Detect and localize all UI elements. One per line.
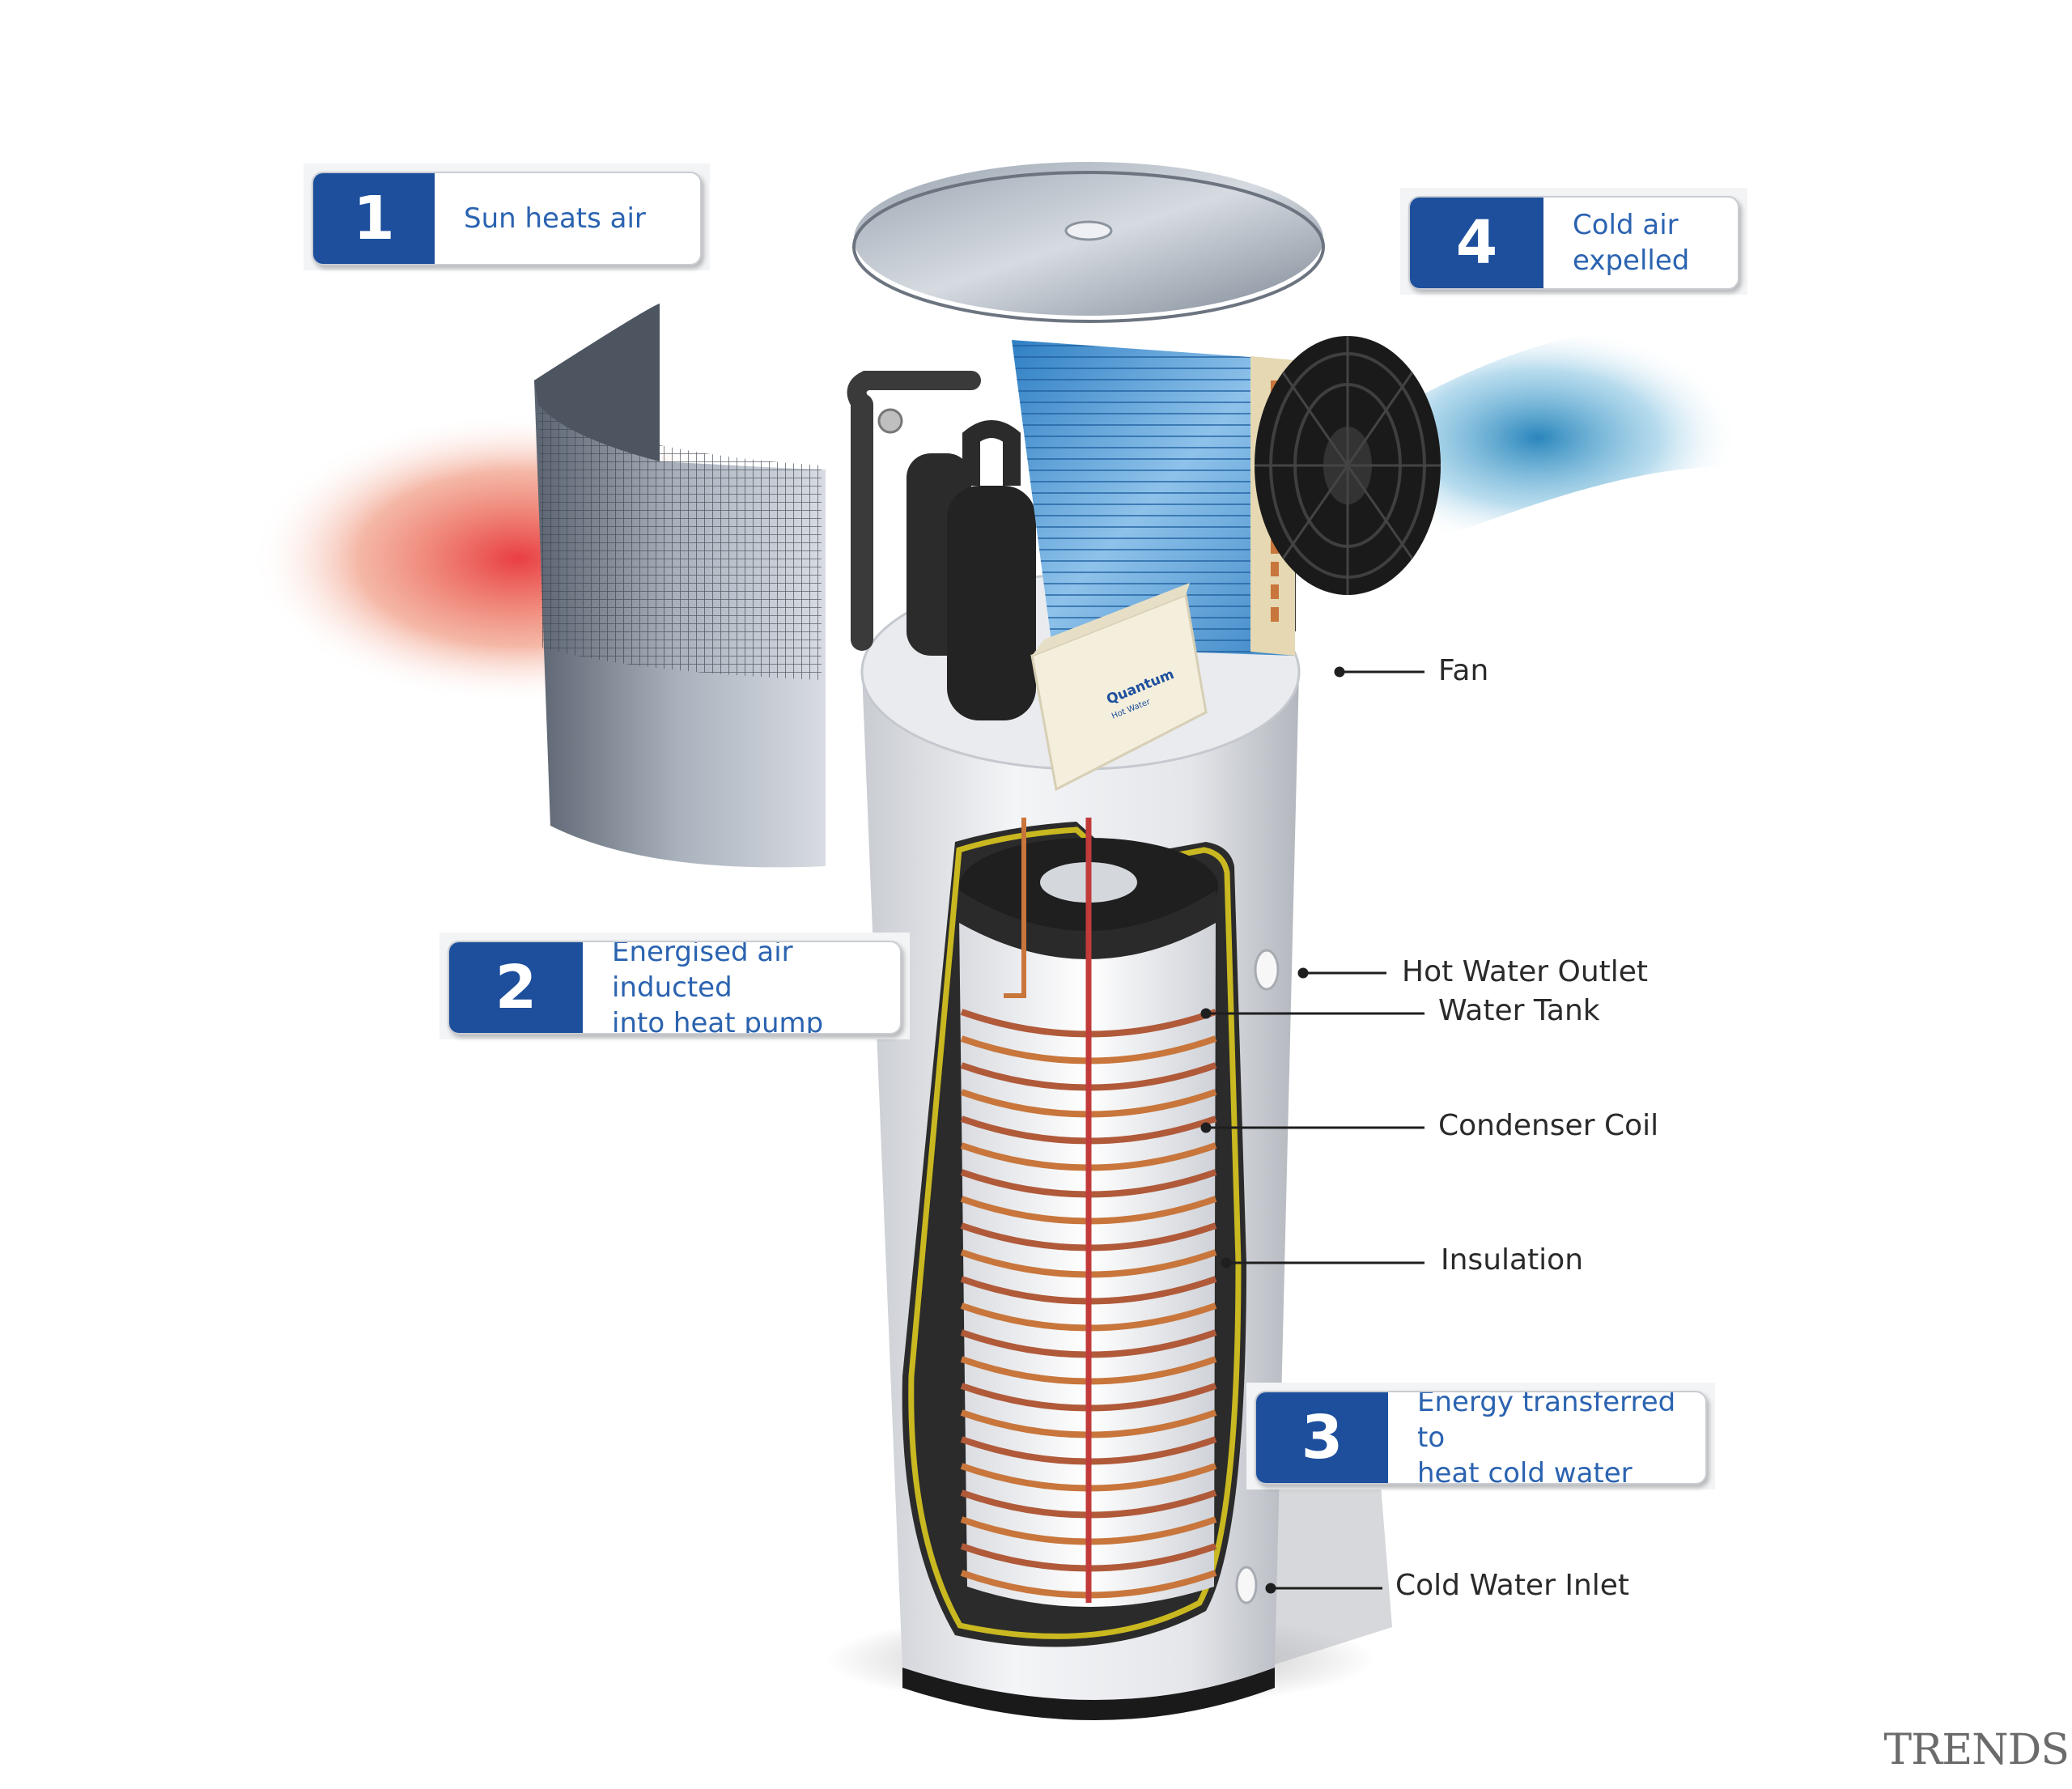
step-2-number: 2 [449,942,583,1033]
cold-air-flow [1376,325,1781,550]
callout-condenser-coil: Condenser Coil [1438,1109,1659,1142]
watermark: TRENDS [1883,1726,2070,1774]
fan [1255,336,1441,595]
evaporator [1012,340,1295,656]
coil-pipe-left [1004,818,1026,998]
step-4-number: 4 [1410,198,1543,288]
step-3-number: 3 [1256,1392,1388,1483]
callout-hot-water-outlet: Hot Water Outlet [1402,955,1649,988]
step-2-card: 2 Energised air inducted into heat pump [439,933,910,1039]
step-1-card: 1 Sun heats air [304,164,710,270]
step-2-text: Energised air inducted into heat pump [612,941,824,1035]
tank-lid [852,162,1325,323]
step-1-number: 1 [313,173,435,264]
step-4-text: Cold air expelled [1573,209,1690,277]
cold-water-inlet-port [1235,1566,1258,1604]
callout-fan: Fan [1438,654,1489,687]
callout-insulation: Insulation [1441,1243,1584,1277]
step-3-text: Energy transferred to heat cold water [1417,1391,1676,1485]
step-3-card: 3 Energy transferred to heat cold water [1246,1383,1715,1489]
callout-water-tank: Water Tank [1438,994,1600,1027]
leader-lines [1200,666,1424,1594]
side-panel [534,304,826,868]
hot-water-outlet-port [1254,949,1280,991]
step-1-text: Sun heats air [464,202,646,235]
callout-cold-water-inlet: Cold Water Inlet [1395,1569,1630,1602]
step-4-card: 4 Cold air expelled [1400,188,1747,295]
control-box: Quantum Hot Water [1030,583,1208,792]
